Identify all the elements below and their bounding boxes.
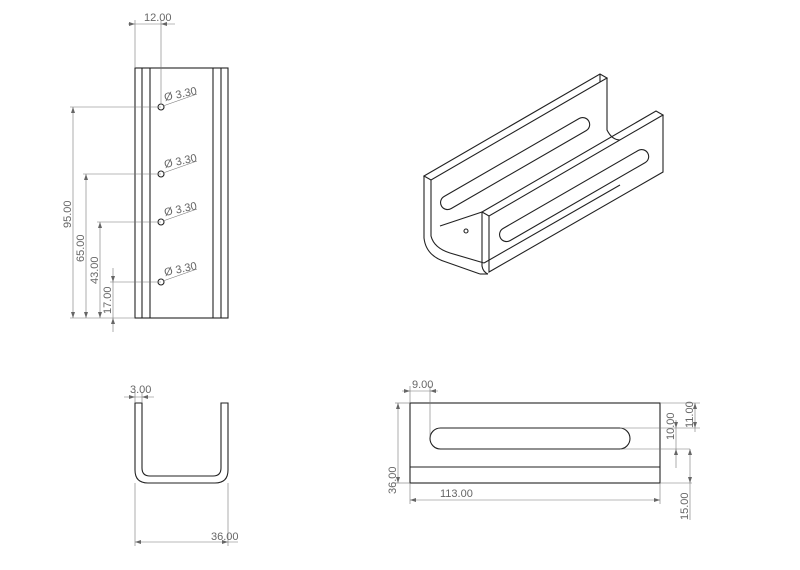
dim-slot-width-10: 10.00 [665,412,677,440]
dim-top-11: 11.00 [684,401,696,428]
base-hole [463,228,469,234]
dim-bottom-15: 15.00 [679,492,691,520]
holes [157,103,165,286]
dim-height-17: 17.00 [102,286,114,314]
side-view: 9.00 36.00 113.00 11.00 10.00 15.00 [387,379,700,520]
dim-slot-offset-9: 9.00 [412,379,433,391]
dim-height-43: 43.00 [89,256,101,284]
channel-profile [134,402,229,484]
dim-height-65: 65.00 [75,234,87,262]
hole-label: Ø 3.30 [163,260,198,279]
hole-label: Ø 3.30 [163,200,198,219]
right-wall-slot [499,149,650,243]
front-view-outline [134,67,229,319]
side-view-outline [409,402,661,484]
side-slot [429,427,631,450]
section-view: 3.00 36.00 [124,384,239,546]
left-wall-slot [440,117,591,211]
dim-length-113: 113.00 [440,488,473,500]
hole-label: Ø 3.30 [163,85,198,104]
dim-height-36: 36.00 [387,466,399,494]
dim-width-36: 36.00 [211,531,239,543]
dim-thickness-3: 3.00 [130,384,151,396]
isometric-view [422,73,665,275]
dim-height-95: 95.00 [62,200,74,228]
hole-callouts: Ø 3.30 Ø 3.30 Ø 3.30 Ø 3.30 [162,85,198,282]
hole-label: Ø 3.30 [163,152,198,171]
front-view: 12.00 Ø 3.30 Ø 3.30 Ø 3.30 Ø 3.30 95.00 … [62,12,229,332]
dim-width-12: 12.00 [144,12,172,24]
